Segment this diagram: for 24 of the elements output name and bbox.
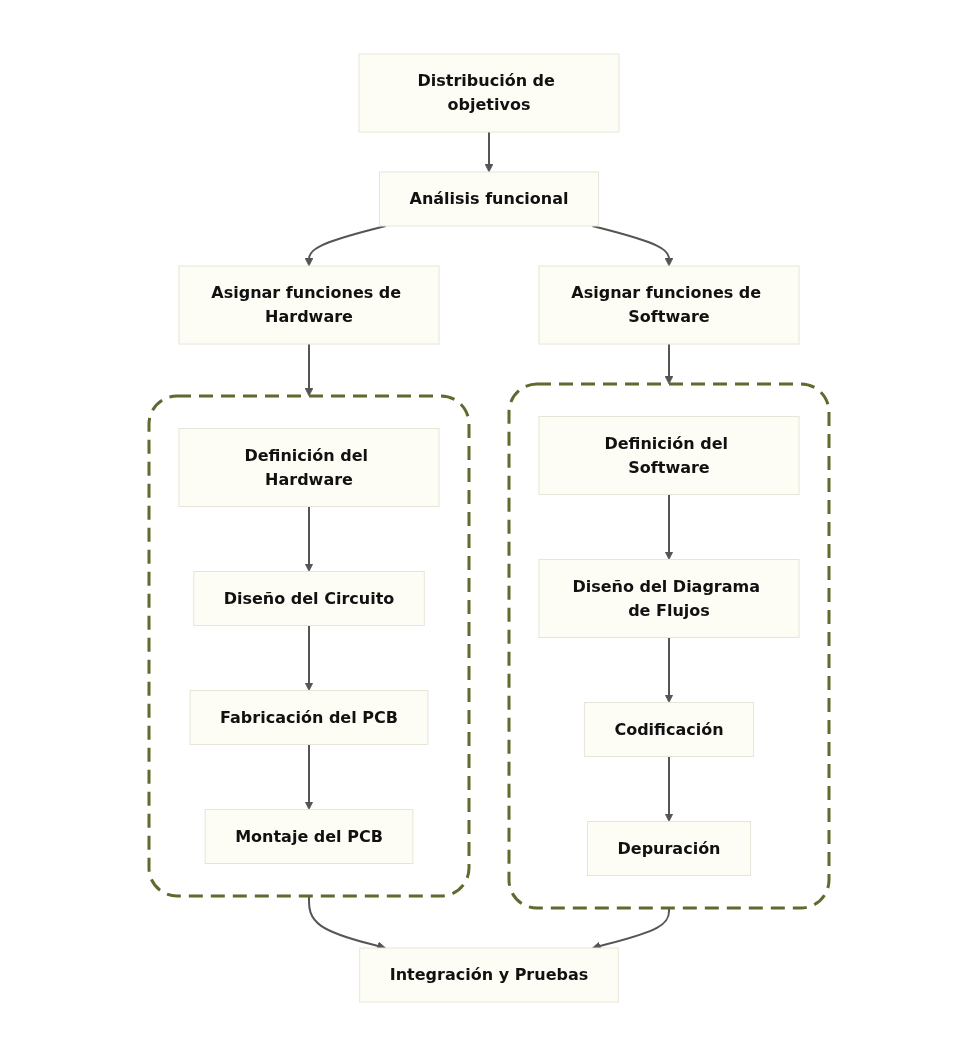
node-box: Distribución de objetivos (358, 53, 620, 133)
arrow (304, 505, 314, 572)
node-box: Análisis funcional (379, 171, 599, 227)
arrow (664, 343, 674, 385)
arrow (664, 755, 674, 822)
node-box: Montaje del PCB (204, 809, 414, 864)
arrow (664, 493, 674, 560)
node-box: Asignar funciones de Hardware (178, 265, 440, 345)
node-box: Codificación (583, 702, 755, 757)
node-box: Fabricación del PCB (189, 690, 429, 745)
arrow (664, 636, 674, 703)
node-box: Diseño del Diagrama de Flujos (538, 559, 800, 638)
cluster (507, 382, 831, 910)
arrow (484, 131, 494, 173)
node-box: Depuración (587, 821, 751, 876)
arrow (304, 743, 314, 810)
node-box: Definición del Hardware (178, 428, 440, 507)
node-box: Integración y Pruebas (359, 947, 619, 1003)
node-box: Asignar funciones de Software (538, 265, 800, 345)
arrow (304, 343, 314, 397)
arrow (304, 624, 314, 691)
cluster (147, 394, 471, 898)
node-box: Diseño del Circuito (193, 571, 425, 626)
node-box: Definición del Software (538, 416, 800, 495)
